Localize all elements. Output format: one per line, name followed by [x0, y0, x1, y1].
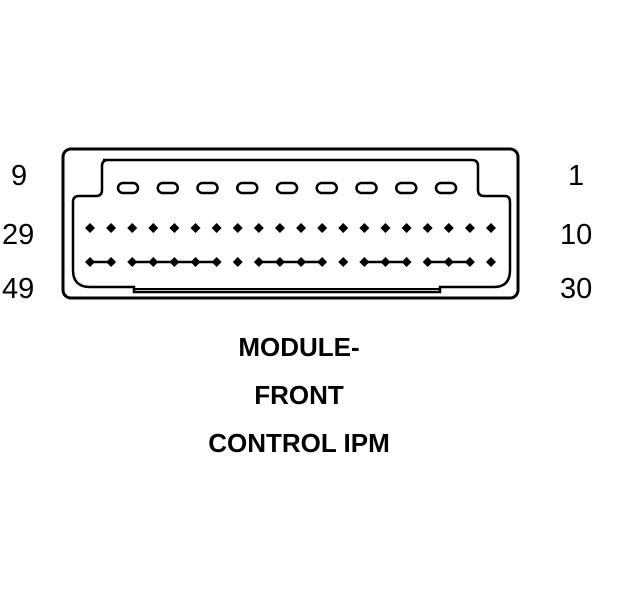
pin-cavity — [85, 257, 95, 267]
caption-line-1: MODULE- — [238, 332, 360, 362]
pin-cavity — [127, 223, 138, 233]
pin-cavity — [355, 181, 378, 195]
pin-label-top-left: 9 — [11, 160, 28, 192]
pin-cavity — [275, 181, 299, 195]
caption-line-2: FRONT — [254, 380, 344, 410]
pin-cavity — [148, 223, 159, 233]
pin-cavity — [106, 223, 117, 233]
pin-cavity — [464, 257, 475, 267]
pin-cavity — [315, 181, 338, 195]
pin-cavity — [232, 257, 243, 267]
connector-inner-cavity — [71, 158, 512, 294]
pin-cavity — [443, 223, 454, 233]
pin-cavity — [169, 223, 180, 233]
pin-label-middle-right: 10 — [560, 219, 593, 251]
pin-cavity — [338, 223, 349, 233]
pin-cavity — [443, 257, 454, 267]
pin-row-top — [116, 181, 458, 195]
pin-cavity — [317, 257, 328, 267]
pin-cavity — [156, 181, 179, 195]
pin-cavity — [434, 181, 458, 195]
pin-cavity — [274, 257, 285, 267]
caption-line-3: CONTROL IPM — [208, 428, 390, 458]
pin-label-middle-left: 29 — [2, 219, 35, 251]
pin-cavity — [236, 181, 259, 195]
pin-cavity — [422, 223, 433, 233]
pin-cavity — [317, 223, 328, 233]
pin-cavity — [486, 223, 496, 233]
pin-cavity — [253, 257, 264, 267]
pin-cavity — [401, 223, 412, 233]
pin-cavity — [380, 257, 391, 267]
pin-cavity — [359, 223, 370, 233]
pin-cavity — [395, 181, 418, 195]
pin-cavity — [359, 257, 370, 267]
pin-cavity — [401, 257, 412, 267]
pin-cavity — [116, 181, 140, 195]
pin-cavity — [127, 257, 138, 267]
pin-cavity — [85, 223, 95, 233]
pin-cavity — [380, 223, 391, 233]
pin-cavity — [338, 257, 349, 267]
pin-label-bottom-left: 49 — [2, 273, 35, 305]
pin-cavity — [190, 257, 201, 267]
pin-cavity — [196, 181, 219, 195]
pin-cavity — [169, 257, 180, 267]
pin-cavity — [274, 223, 285, 233]
pin-row-bottom — [85, 257, 496, 267]
pin-label-bottom-right: 30 — [560, 273, 593, 305]
pin-cavity — [296, 257, 307, 267]
pin-cavity — [106, 257, 117, 267]
pin-cavity — [464, 223, 475, 233]
pin-label-top-right: 1 — [568, 160, 585, 192]
connector-outer-housing — [61, 147, 520, 300]
pin-cavity — [296, 223, 307, 233]
pin-cavity — [232, 223, 243, 233]
pin-cavity — [190, 223, 201, 233]
pin-cavity — [253, 223, 264, 233]
pin-cavity — [211, 257, 222, 267]
pin-cavity — [486, 257, 496, 267]
pin-cavity — [148, 257, 159, 267]
pin-cavity — [211, 223, 222, 233]
pin-row-middle — [85, 223, 496, 233]
pin-cavity — [422, 257, 433, 267]
